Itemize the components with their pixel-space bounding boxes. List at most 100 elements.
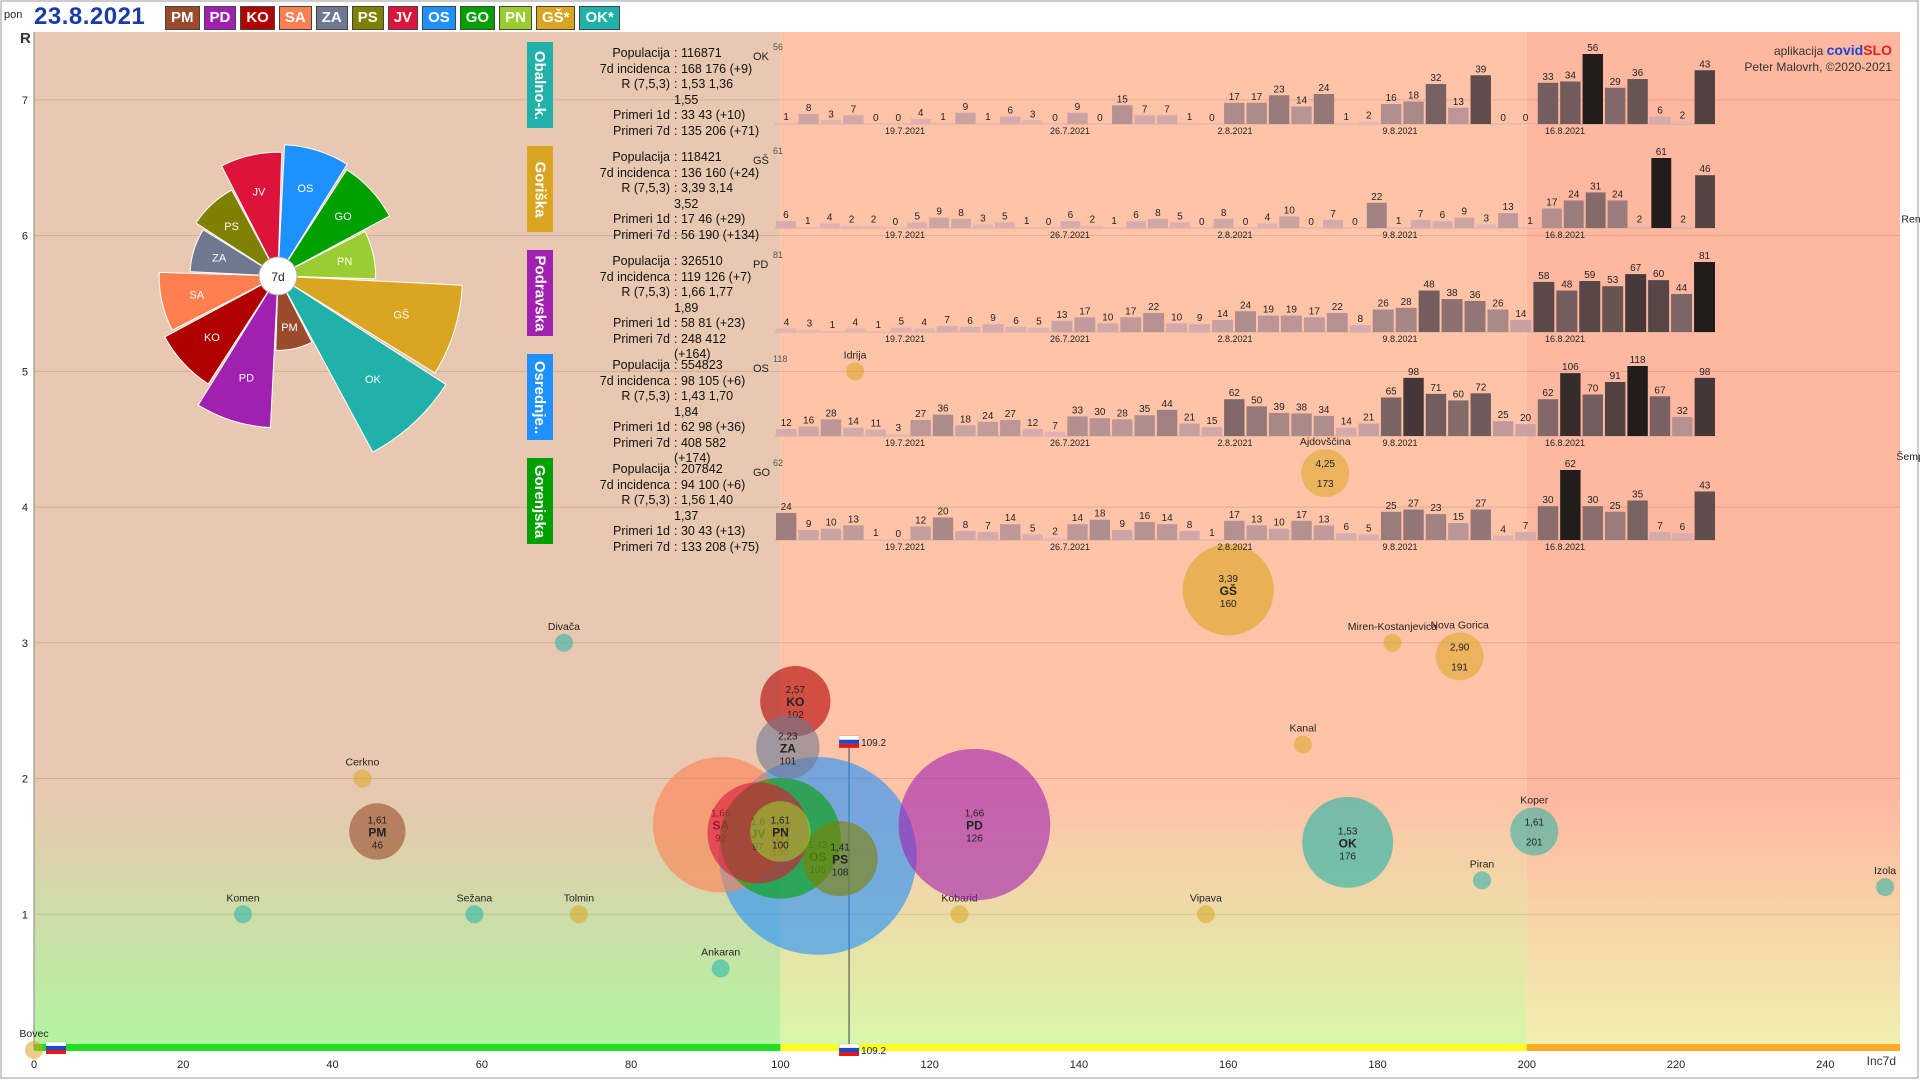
- legend-go[interactable]: GO: [459, 6, 496, 30]
- region-tab-podravska[interactable]: Podravska: [527, 250, 553, 336]
- panel-bar-label: 22: [1371, 192, 1383, 203]
- stat-value: : 33 43 (+10): [674, 108, 746, 122]
- panel-bar: [1492, 421, 1514, 436]
- panel-bar-label: 15: [1117, 94, 1129, 105]
- region-tab-gorenjska[interactable]: Gorenjska: [527, 458, 553, 544]
- legend-ps[interactable]: PS: [351, 6, 384, 30]
- legend-pm[interactable]: PM: [165, 6, 200, 30]
- panel-bar: [798, 114, 819, 124]
- panel-bar-label: 16: [1139, 511, 1151, 522]
- stat-key: 7d incidenca: [599, 165, 670, 180]
- y-tick-label: 1: [22, 909, 28, 921]
- panel-bar: [1448, 107, 1469, 124]
- panel-bar: [1156, 115, 1178, 124]
- panel-bar: [1470, 393, 1491, 436]
- panel-bar: [1201, 538, 1223, 540]
- legend-pd[interactable]: PD: [203, 6, 237, 30]
- town-label: Miren-Kostanjevica: [1348, 621, 1437, 633]
- panel-bar-label: 11: [871, 418, 882, 429]
- panel-bar-label: 9: [806, 519, 812, 530]
- region-tab-osrednje[interactable]: Osrednje..: [527, 354, 553, 440]
- panel-bar-label: 21: [1363, 413, 1375, 424]
- national-marker-value: 109.2: [861, 738, 886, 749]
- panel-date-tick: 26.7.2021: [1050, 542, 1090, 552]
- x-axis-label: Inc7d: [1866, 1054, 1896, 1068]
- panel-bar-label: 0: [1352, 217, 1358, 228]
- panel-bar-label: 33: [1072, 405, 1084, 416]
- panel-bar: [1492, 535, 1514, 540]
- panel-bar-label: 7: [1330, 209, 1336, 220]
- panel-bar: [1358, 534, 1379, 540]
- region-incidence-value: 46: [372, 840, 384, 851]
- region-tab-goriska[interactable]: Goriška: [527, 146, 553, 232]
- panel-bar-label: 13: [1318, 514, 1330, 525]
- panel-bar-label: 24: [982, 411, 994, 422]
- y-tick-label: 2: [22, 774, 28, 786]
- panel-bar: [1498, 213, 1519, 228]
- panel-bar: [955, 112, 976, 124]
- panel-bar: [844, 328, 866, 332]
- panel-bar: [1515, 124, 1536, 125]
- panel-bar-label: 17: [1546, 197, 1558, 208]
- y-tick-label: 4: [22, 502, 28, 514]
- town-label: Nova Gorica: [1430, 619, 1489, 631]
- panel-bar: [1224, 102, 1245, 124]
- stat-key: Primeri 7d: [613, 227, 670, 242]
- panel-date-tick: 9.8.2021: [1382, 438, 1417, 448]
- panel-bar-label: 26: [1378, 299, 1390, 310]
- panel-bar-label: 38: [1296, 402, 1308, 413]
- legend-jv[interactable]: JV: [387, 6, 419, 30]
- zone-strip: [34, 1044, 781, 1051]
- flag-stripe: [839, 743, 860, 748]
- panel-bar: [1156, 524, 1178, 540]
- stat-key: Populacija: [612, 46, 670, 60]
- legend-pn[interactable]: PN: [499, 6, 532, 30]
- panel-bar-label: 0: [1243, 217, 1249, 228]
- flag-stripe: [839, 1048, 860, 1052]
- legend-sa[interactable]: SA: [278, 6, 312, 30]
- panel-bar: [798, 426, 819, 436]
- panel-bar-label: 46: [1699, 164, 1711, 175]
- panel-bar: [1120, 317, 1142, 332]
- panel-bar-label: 71: [1430, 383, 1442, 394]
- panel-bar: [843, 115, 864, 124]
- panel-bar-label: 0: [893, 217, 899, 228]
- panel-bar: [1082, 225, 1103, 228]
- panel-bar: [1279, 216, 1300, 228]
- legend-os[interactable]: OS: [422, 6, 456, 30]
- panel-bar: [1627, 79, 1648, 124]
- stat-value: : 30 43 (+13): [674, 524, 746, 538]
- town-label: Divača: [548, 621, 580, 633]
- panel-bar-label: 13: [848, 514, 860, 525]
- panel-bar-label: 7: [1657, 521, 1663, 532]
- panel-bar: [776, 122, 797, 124]
- weekday-label: pon: [4, 9, 23, 21]
- panel-date-tick: 2.8.2021: [1217, 438, 1252, 448]
- panel-bar-label: 0: [873, 113, 879, 124]
- panel-max-label: 62: [773, 458, 783, 468]
- stats-obalno: Populacija: 116871 7d incidenca: 168 176…: [560, 46, 760, 139]
- panel-bar: [1336, 427, 1357, 436]
- legend-ko[interactable]: KO: [240, 6, 275, 30]
- panel-bar-label: 27: [1408, 499, 1420, 510]
- stat-value: : 1,66 1,77 1,89: [674, 285, 734, 315]
- region-tab-obalno[interactable]: Obalno-k.: [527, 42, 553, 128]
- panel-bar-label: 2: [1637, 215, 1643, 226]
- credits-author: Peter Malovrh, ©2020-2021: [1744, 60, 1892, 74]
- panel-bar-label: 0: [895, 113, 901, 124]
- panel-date-tick: 2.8.2021: [1217, 126, 1252, 136]
- legend-gs[interactable]: GŠ*: [535, 6, 576, 30]
- panel-bar: [843, 525, 864, 540]
- panel-bar-label: 17: [1125, 306, 1137, 317]
- legend-ok[interactable]: OK*: [579, 6, 620, 30]
- panel-bar: [1673, 225, 1694, 228]
- region-code-label: OK: [1339, 836, 1357, 850]
- y-tick-label: 5: [22, 366, 28, 378]
- town-label: Renče-Vogrsko: [1901, 214, 1920, 226]
- region-incidence-value: 102: [787, 710, 804, 721]
- x-tick-label: 140: [1070, 1059, 1088, 1071]
- panel-bar: [821, 331, 843, 333]
- legend-za[interactable]: ZA: [315, 6, 348, 30]
- panel-bar: [1395, 307, 1417, 332]
